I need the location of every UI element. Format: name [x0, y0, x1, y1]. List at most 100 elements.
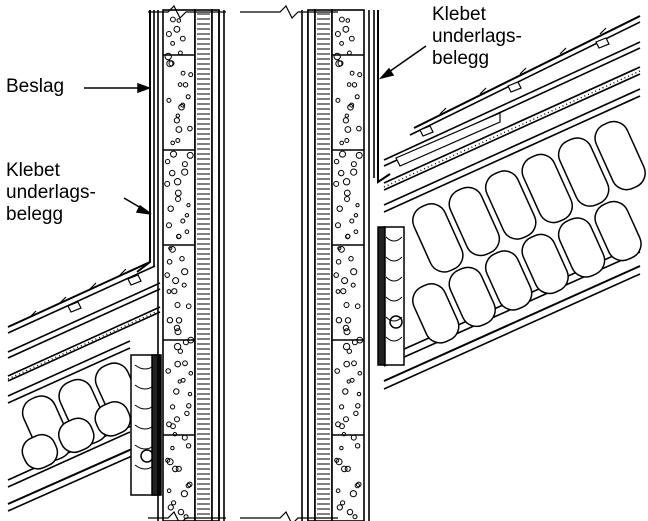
aggregate-dot: [349, 218, 355, 224]
aggregate-dot: [342, 342, 351, 351]
aggregate-dot: [170, 150, 177, 158]
aggregate-dot: [350, 268, 358, 276]
aggregate-dot: [173, 25, 181, 33]
right-roof-tiles: [413, 15, 641, 129]
aggregate-dot: [175, 465, 182, 472]
aggregate-dot: [355, 203, 360, 208]
right-aggregate-dots: [333, 16, 364, 520]
left-membrane-line-2: underlags-: [6, 182, 96, 203]
aggregate-dot: [173, 178, 182, 186]
aggregate-dot: [173, 388, 180, 395]
aggregate-dot: [335, 60, 343, 68]
aggregate-dot: [333, 180, 340, 187]
aggregate-dot: [343, 189, 351, 197]
aggregate-dot: [341, 432, 347, 437]
aggregate-dot: [354, 482, 360, 489]
aggregate-dot: [178, 50, 183, 56]
chimney: [136, 4, 391, 521]
aggregate-dot: [357, 371, 363, 376]
aggregate-dot: [185, 303, 192, 310]
aggregate-dot: [335, 317, 343, 324]
aggregate-dot: [181, 161, 188, 168]
aggregate-dot: [343, 416, 349, 423]
aggregate-dot: [180, 490, 188, 498]
aggregate-dot: [350, 161, 357, 168]
aggregate-dot: [353, 410, 359, 417]
left-membrane-line-3: belegg: [6, 204, 64, 225]
aggregate-dot: [334, 457, 340, 463]
aggregate-dot: [335, 97, 341, 103]
aggregate-dot: [182, 360, 188, 367]
left-flashing: [136, 10, 151, 273]
right-liner-hatching: [317, 13, 330, 515]
aggregate-dot: [181, 434, 188, 441]
aggregate-dot: [165, 457, 171, 463]
aggregate-dot: [175, 138, 181, 143]
aggregate-dot: [184, 410, 190, 417]
aggregate-dot: [339, 16, 345, 23]
aggregate-dot: [182, 82, 189, 88]
aggregate-dot: [355, 481, 362, 488]
aggregate-dot: [344, 138, 350, 143]
aggregate-dot: [177, 348, 184, 354]
aggregate-dot: [177, 82, 183, 87]
aggregate-dot: [181, 282, 187, 288]
aggregate-dot: [175, 113, 181, 118]
aggregate-dot: [187, 391, 193, 397]
aggregate-dot: [351, 82, 358, 88]
aggregate-dot: [180, 70, 186, 76]
aggregate-dot: [343, 302, 350, 308]
aggregate-dot: [170, 404, 176, 410]
aggregate-dot: [185, 94, 191, 100]
right-flashing: [377, 10, 391, 184]
aggregate-dot: [342, 25, 350, 33]
aggregate-dot: [355, 403, 361, 409]
aggregate-dot: [175, 196, 181, 202]
aggregate-dot: [186, 481, 193, 488]
aggregate-dot: [174, 328, 182, 336]
right-chimney-blocks: [332, 16, 364, 520]
right-roof-deck: [383, 41, 641, 161]
aggregate-dot: [335, 488, 341, 494]
aggregate-dot: [185, 482, 192, 489]
aggregate-dot: [336, 205, 343, 212]
aggregate-dot: [187, 125, 193, 132]
aggregate-dot: [176, 233, 182, 240]
left-underlay: [7, 306, 161, 377]
aggregate-dot: [180, 218, 186, 224]
aggregate-dot: [181, 268, 189, 276]
aggregate-dot: [346, 82, 352, 87]
aggregate-dot: [345, 233, 351, 240]
aggregate-dot: [186, 203, 191, 208]
left-wood-trimmer: [130, 354, 162, 496]
aggregate-dot: [173, 342, 182, 351]
right-insulation-batts: [412, 120, 646, 344]
aggregate-dot: [164, 272, 170, 278]
left-battens: [67, 274, 142, 313]
aggregate-dot: [165, 31, 172, 37]
aggregate-dot: [173, 324, 181, 332]
beslag-label: Beslag: [6, 76, 65, 97]
aggregate-dot: [181, 168, 189, 176]
aggregate-dot: [350, 282, 356, 288]
aggregate-dot: [354, 94, 360, 100]
aggregate-dot: [353, 213, 359, 218]
right-underlay: [383, 66, 641, 184]
aggregate-dot: [171, 288, 178, 295]
aggregate-dot: [335, 289, 341, 294]
right-membrane-label: Klebet underlags- belegg: [432, 4, 522, 70]
aggregate-dot: [183, 514, 189, 520]
aggregate-dot: [172, 432, 178, 437]
aggregate-dot: [342, 324, 350, 332]
aggregate-dot: [354, 443, 361, 449]
aggregate-dot: [350, 434, 357, 441]
aggregate-dot: [343, 360, 351, 368]
aggregate-dot: [166, 222, 172, 229]
aggregate-dot: [339, 150, 346, 158]
left-insulation-batts: [21, 362, 145, 470]
aggregate-dot: [166, 289, 172, 294]
aggregate-dot: [168, 246, 173, 251]
aggregate-dot: [164, 158, 171, 165]
aggregate-dot: [339, 423, 345, 430]
